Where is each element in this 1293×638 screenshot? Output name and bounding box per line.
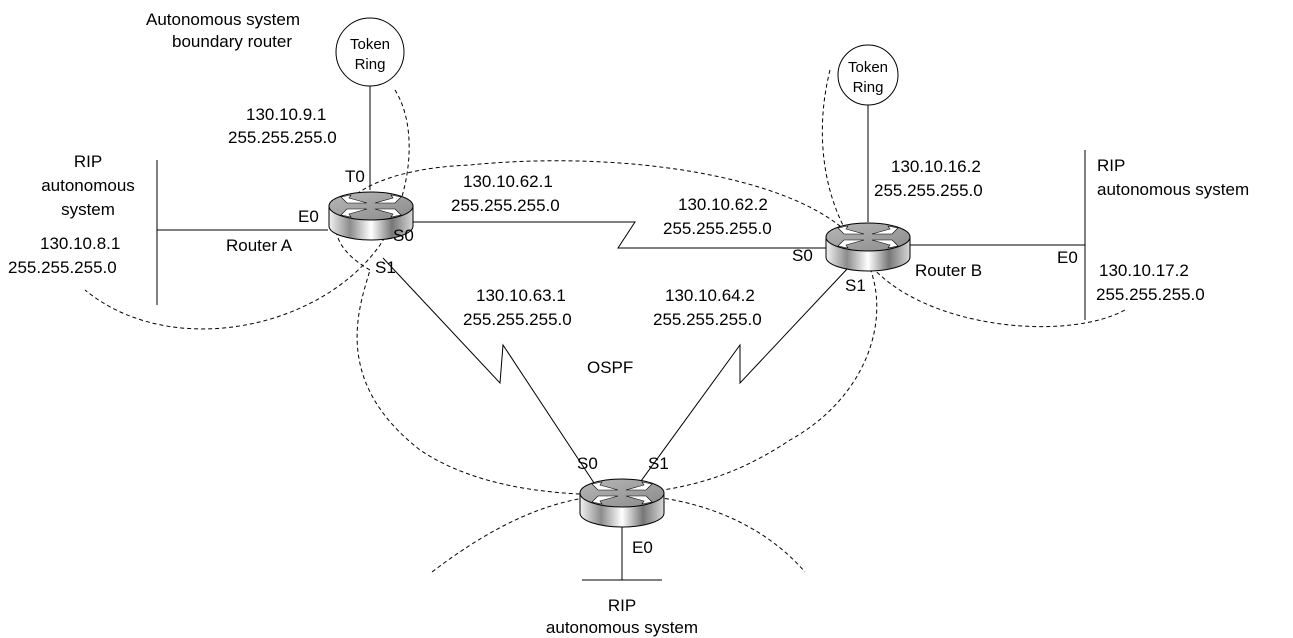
router-a-e0-addr-2: 255.255.255.0 <box>8 258 117 277</box>
router-b-s0-addr-1: 130.10.62.2 <box>678 195 768 214</box>
rip-right-label-2: autonomous system <box>1097 180 1249 199</box>
rip-left-label-2: autonomous <box>41 176 135 195</box>
rip-left-label-3: system <box>61 200 115 219</box>
token-ring-right-label-2: Ring <box>853 79 884 96</box>
token-ring-right-label-1: Token <box>848 59 888 76</box>
asbr-label-1: Autonomous system <box>146 10 300 29</box>
router-b-name: Router B <box>915 261 982 280</box>
router-c-s1-label: S1 <box>648 454 669 473</box>
token-ring-left-label-1: Token <box>350 36 390 53</box>
ospf-label: OSPF <box>587 358 633 377</box>
left-rip-boundary <box>84 89 410 330</box>
links <box>156 82 1086 581</box>
token-ring-right <box>837 44 899 106</box>
rip-left-label-1: RIP <box>74 152 102 171</box>
router-c <box>579 478 665 528</box>
rip-bottom-label-1: RIP <box>608 596 636 615</box>
router-a-s1-label: S1 <box>375 258 396 277</box>
token-ring-left-label-2: Ring <box>355 56 386 73</box>
router-c-e0-label: E0 <box>632 538 653 557</box>
router-b-s1-addr-1: 130.10.64.2 <box>665 286 755 305</box>
router-b-s1-addr-2: 255.255.255.0 <box>653 310 762 329</box>
asbr-label-2: boundary router <box>172 32 292 51</box>
router-a-t0-addr-2: 255.255.255.0 <box>228 128 337 147</box>
ospf-boundary <box>335 160 878 496</box>
router-b-s0-label: S0 <box>792 246 813 265</box>
rip-right-label-1: RIP <box>1097 156 1125 175</box>
rip-bottom-label-2: autonomous system <box>546 618 698 637</box>
router-a-s0-label: S0 <box>393 226 414 245</box>
router-a-e0-label: E0 <box>298 207 319 226</box>
router-c-s0-label: S0 <box>577 454 598 473</box>
router-b-e0-addr-1: 130.10.17.2 <box>1099 261 1189 280</box>
router-b-tr-addr-1: 130.10.16.2 <box>891 157 981 176</box>
router-b-e0-label: E0 <box>1057 248 1078 267</box>
router-b-tr-addr-2: 255.255.255.0 <box>874 181 983 200</box>
serial-a-c-link <box>382 257 601 493</box>
router-a-t0-label: T0 <box>345 167 365 186</box>
router-a-s0-addr-1: 130.10.62.1 <box>463 172 553 191</box>
router-b-s1-label: S1 <box>845 276 866 295</box>
token-ring-left <box>335 17 405 87</box>
router-b-s0-addr-2: 255.255.255.0 <box>663 219 772 238</box>
router-a-s0-addr-2: 255.255.255.0 <box>451 196 560 215</box>
router-a-e0-addr-1: 130.10.8.1 <box>40 234 120 253</box>
router-b-e0-addr-2: 255.255.255.0 <box>1096 285 1205 304</box>
router-a-t0-addr-1: 130.10.9.1 <box>246 105 326 124</box>
router-a-name: Router A <box>226 236 293 255</box>
serial-b-c-link <box>632 267 849 493</box>
serial-a-b-link <box>413 221 828 249</box>
router-a-s1-addr-1: 130.10.63.1 <box>476 286 566 305</box>
router-b <box>825 222 911 272</box>
router-a-s1-addr-2: 255.255.255.0 <box>463 310 572 329</box>
